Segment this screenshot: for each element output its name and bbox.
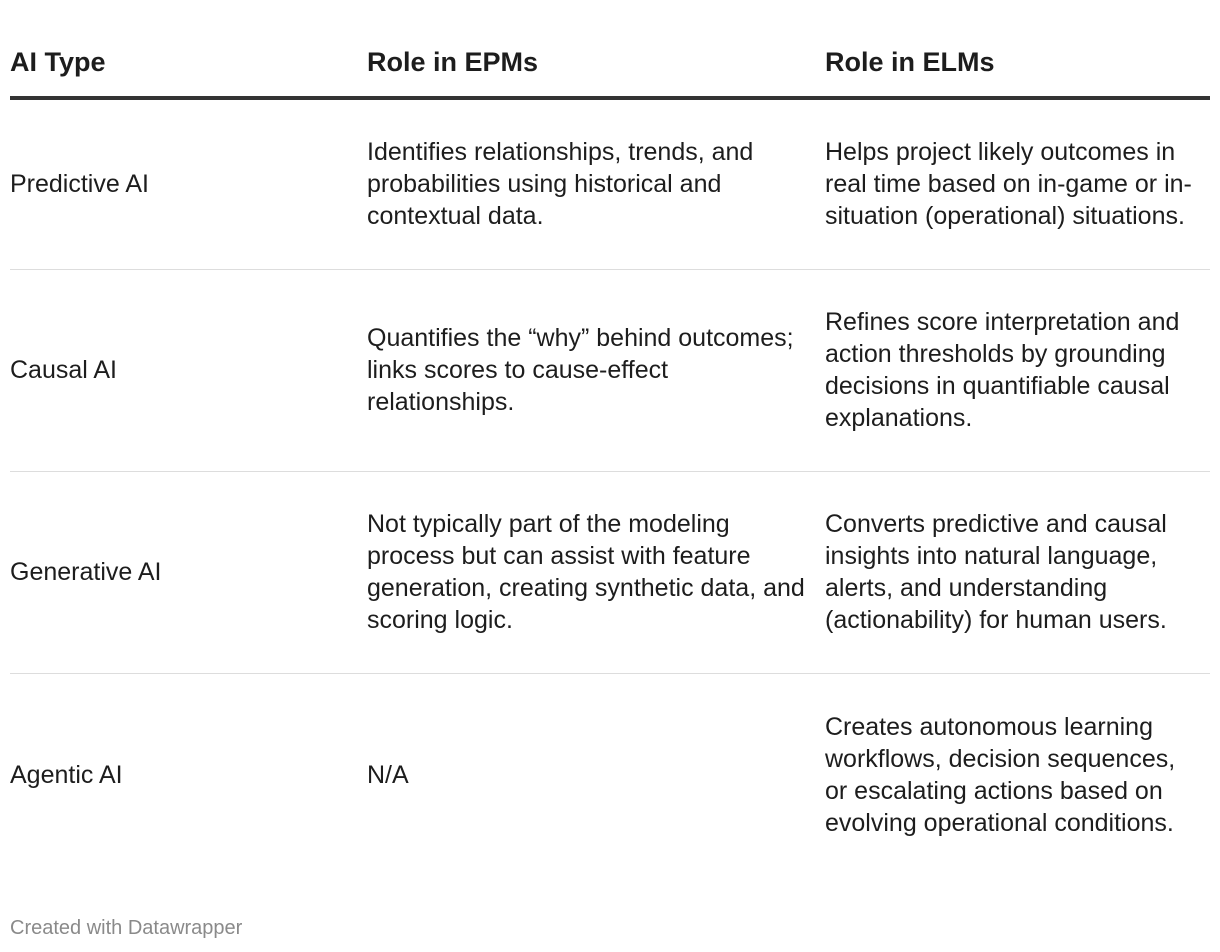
header-role-in-elms[interactable]: Role in ELMs (825, 0, 1210, 100)
header-row: AI Type Role in EPMs Role in ELMs (10, 0, 1210, 100)
ai-type-text: Predictive AI (10, 170, 149, 199)
header-role-in-epms[interactable]: Role in EPMs (367, 0, 825, 100)
cell-role-epm: Quantifies the “why” behind outcomes; li… (367, 269, 825, 472)
cell-ai-type: Predictive AI (10, 98, 367, 270)
cell-role-epm: N/A (367, 673, 825, 877)
role-epm-text: Quantifies the “why” behind outcomes; li… (367, 324, 794, 416)
cell-ai-type: Agentic AI (10, 673, 367, 877)
role-epm-text: Identifies relationships, trends, and pr… (367, 138, 754, 231)
role-epm-text: Not typically part of the modeling proce… (367, 510, 805, 634)
cell-role-elm: Refines score interpretation and action … (825, 269, 1210, 472)
comparison-table-container: AI Type Role in EPMs Role in ELMs Predic… (10, 0, 1210, 877)
cell-ai-type: Causal AI (10, 269, 367, 472)
ai-type-text: Agentic AI (10, 761, 123, 790)
table-row: Predictive AI Identifies relationships, … (10, 98, 1210, 270)
cell-ai-type: Generative AI (10, 471, 367, 674)
table-body: Predictive AI Identifies relationships, … (10, 98, 1210, 877)
cell-role-elm: Helps project likely outcomes in real ti… (825, 98, 1210, 270)
table-row: Generative AI Not typically part of the … (10, 471, 1210, 674)
cell-role-elm: Creates autonomous learning workflows, d… (825, 673, 1210, 877)
role-elm-text: Refines score interpretation and action … (825, 308, 1180, 432)
header-ai-type[interactable]: AI Type (10, 0, 367, 100)
ai-type-text: Generative AI (10, 558, 162, 586)
table-row: Agentic AI N/A Creates autonomous learni… (10, 673, 1210, 877)
ai-roles-table: AI Type Role in EPMs Role in ELMs Predic… (10, 0, 1210, 877)
table-row: Causal AI Quantifies the “why” behind ou… (10, 269, 1210, 472)
cell-role-elm: Converts predictive and causal insights … (825, 471, 1210, 674)
cell-role-epm: Not typically part of the modeling proce… (367, 471, 825, 674)
datawrapper-credit[interactable]: Created with Datawrapper (10, 917, 243, 939)
cell-role-epm: Identifies relationships, trends, and pr… (367, 98, 825, 270)
table-header: AI Type Role in EPMs Role in ELMs (10, 0, 1210, 100)
ai-type-text: Causal AI (10, 356, 118, 384)
role-elm-text: Helps project likely outcomes in real ti… (825, 138, 1192, 231)
role-elm-text: Converts predictive and causal insights … (825, 510, 1167, 634)
role-epm-text: N/A (367, 761, 409, 790)
role-elm-text: Creates autonomous learning workflows, d… (825, 713, 1176, 838)
